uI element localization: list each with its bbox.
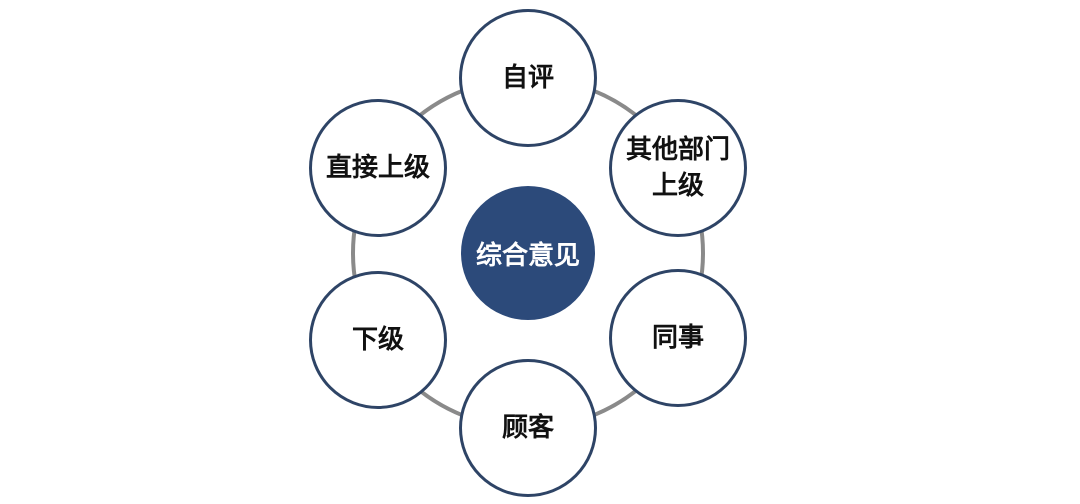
node-subordinate: 下级 [309, 271, 447, 409]
node-other-dept-superior: 其他部门 上级 [609, 99, 747, 237]
center-node-overall-opinion: 综合意见 [461, 186, 595, 320]
node-label: 同事 [651, 323, 704, 353]
node-label: 直接上级 [325, 153, 430, 183]
node-label: 其他部门 上级 [625, 135, 730, 201]
node-colleague: 同事 [609, 269, 747, 407]
node-label: 顾客 [501, 413, 554, 443]
node-self-evaluation: 自评 [459, 9, 597, 147]
node-label: 自评 [501, 63, 554, 93]
center-label: 综合意见 [475, 240, 580, 271]
node-direct-superior: 直接上级 [309, 99, 447, 237]
node-customer: 顾客 [459, 359, 597, 497]
node-label: 下级 [351, 325, 404, 355]
